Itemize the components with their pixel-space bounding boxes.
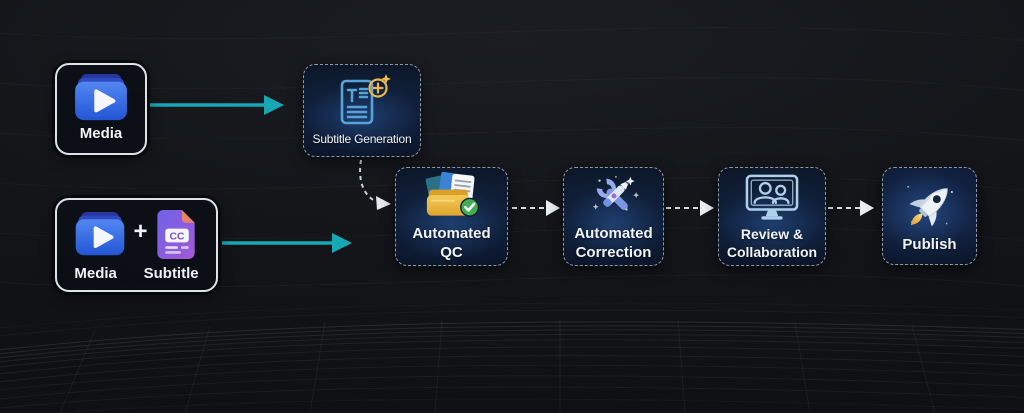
plus-sign: + — [133, 217, 148, 245]
node-label-line: Collaboration — [726, 243, 818, 260]
arrow-review-to-publish — [828, 200, 874, 216]
node-label-line: QC — [440, 243, 463, 261]
sparkles — [592, 176, 639, 211]
node-label-line: Correction — [575, 243, 652, 261]
folder-check-icon — [425, 172, 479, 217]
arrow-qc-to-correction — [512, 200, 560, 216]
node-label: Subtitle — [143, 265, 199, 282]
node-label-line: Automated — [574, 225, 653, 243]
tools-sparkle-icon — [592, 176, 639, 211]
cc-badge-text: CC — [169, 231, 184, 242]
node-label: Automated Correction — [574, 225, 652, 262]
media-stack-icon — [76, 212, 125, 256]
subtitle-doc-sparkle-icon — [340, 74, 391, 125]
node-publish: Publish — [882, 167, 977, 265]
icon-row: + CC — [74, 208, 198, 261]
media-stack-icon — [75, 74, 127, 121]
node-label: Media — [74, 265, 117, 282]
node-label: Automated QC — [412, 225, 490, 262]
node-label-line: Review & — [740, 226, 804, 243]
node-label: Review & Collaboration — [727, 226, 817, 260]
node-media-plus-subtitle: + CC Media Subtitle — [55, 198, 218, 292]
node-label: Media — [79, 125, 123, 143]
node-label: Subtitle Generation — [312, 132, 412, 147]
arrow-media-subtitle-to-qc — [222, 233, 352, 253]
node-review-collaboration: Review & Collaboration — [718, 167, 826, 266]
node-label-line: Automated — [412, 225, 491, 243]
arrow-correction-to-review — [666, 200, 714, 216]
rocket-icon — [906, 185, 953, 227]
sparkle-star — [381, 74, 391, 85]
node-automated-qc: Automated QC — [395, 167, 508, 266]
subtitle-cc-file-icon: CC — [156, 209, 195, 260]
folded-corner — [181, 209, 195, 223]
arrow-subtitle-generation-to-qc — [359, 159, 391, 210]
node-subtitle-generation: Subtitle Generation — [303, 64, 421, 157]
node-automated-correction: Automated Correction — [563, 167, 664, 266]
label-row: Media Subtitle — [61, 265, 212, 282]
node-media: Media — [55, 63, 147, 155]
node-label: Publish — [902, 235, 957, 253]
monitor-people-icon — [745, 175, 799, 220]
arrow-media-to-subtitle-generation — [150, 95, 284, 115]
